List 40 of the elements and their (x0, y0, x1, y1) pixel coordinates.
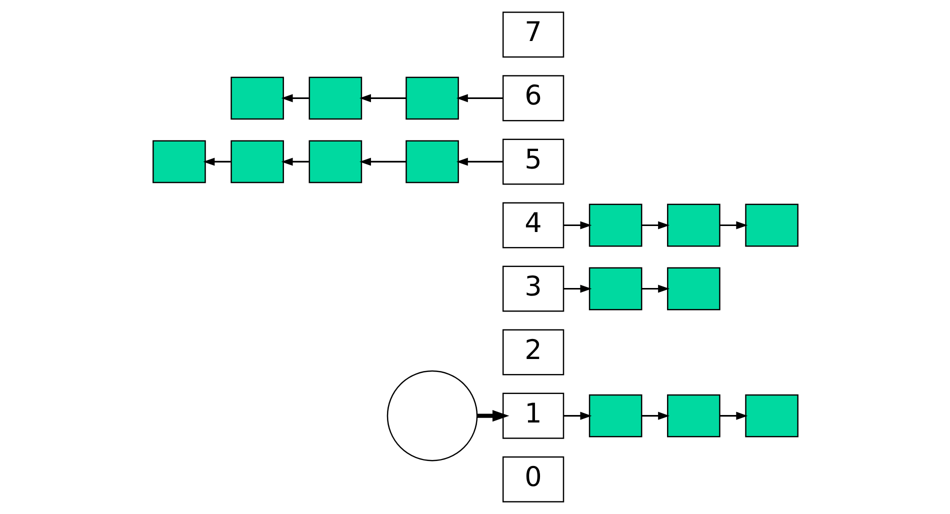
arrow (641, 284, 670, 293)
node-box (308, 76, 362, 120)
arrow (720, 412, 748, 420)
node-box (308, 140, 362, 184)
node-box: 2 (502, 329, 564, 376)
node-box (666, 267, 720, 310)
node-box (152, 140, 206, 184)
arrow (563, 284, 592, 293)
arrow (456, 158, 503, 166)
node-box (588, 204, 642, 247)
node-box (744, 204, 798, 247)
arrow (280, 94, 308, 102)
arrow (563, 221, 592, 230)
node-box: 1 (502, 392, 564, 439)
node-circle (386, 370, 478, 462)
arrow (456, 94, 503, 102)
node-box (230, 140, 284, 184)
node-box (666, 204, 720, 247)
arrow (280, 158, 308, 166)
node-box (405, 140, 458, 184)
node-box (405, 76, 458, 120)
node-box: 5 (502, 138, 564, 185)
node-box (230, 76, 284, 120)
node-box: 0 (502, 456, 564, 502)
arrow (563, 412, 592, 420)
arrow (476, 410, 509, 422)
node-box: 4 (502, 202, 564, 248)
node-box: 3 (502, 266, 564, 312)
arrow (641, 221, 670, 230)
arrow (359, 158, 406, 166)
node-box (588, 267, 642, 310)
arrow (359, 94, 406, 102)
node-box: 7 (502, 12, 564, 58)
node-box (666, 394, 720, 438)
arrow (720, 221, 748, 230)
arrow (202, 158, 230, 166)
node-box (744, 394, 798, 438)
arrow (641, 412, 670, 420)
node-box: 6 (502, 75, 564, 122)
node-box (588, 394, 642, 438)
